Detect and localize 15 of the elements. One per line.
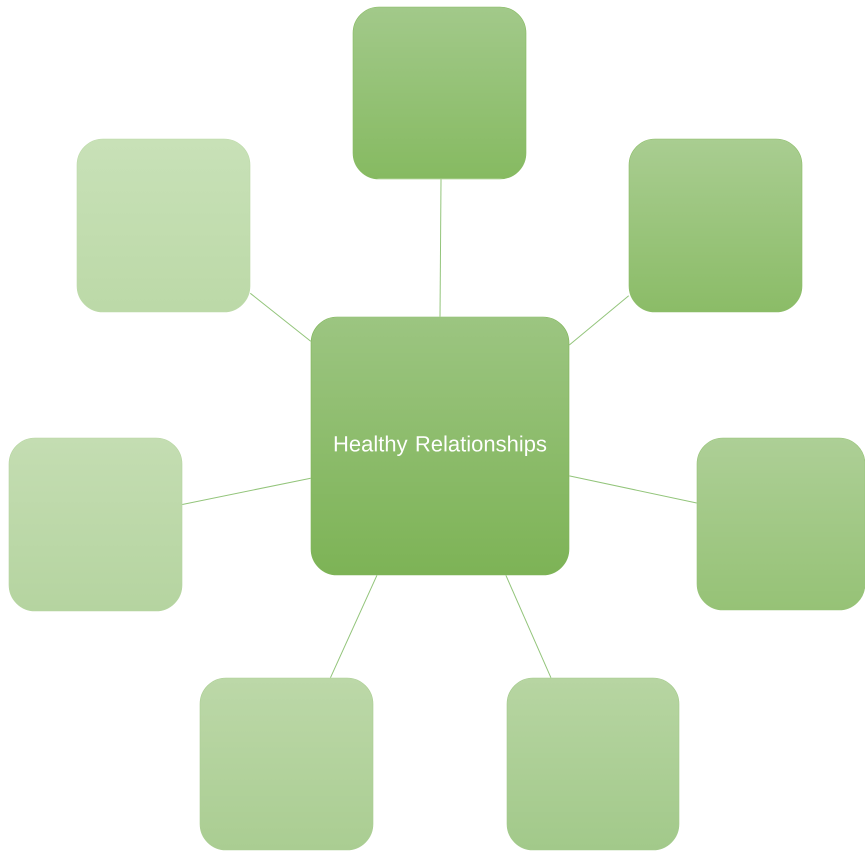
connector-line	[330, 574, 378, 678]
connector-line	[182, 478, 312, 505]
empty-box	[8, 438, 182, 612]
connector-line	[568, 475, 698, 504]
empty-box	[506, 678, 680, 850]
connector-line	[440, 178, 442, 318]
connector-line	[250, 292, 312, 342]
empty-box	[352, 6, 526, 180]
empty-box	[628, 138, 802, 312]
empty-box	[76, 138, 250, 312]
empty-box	[696, 438, 865, 610]
connector-line	[505, 574, 552, 678]
empty-box	[200, 678, 374, 850]
connector-line	[568, 295, 630, 346]
topic-box: Healthy Relationships	[310, 316, 570, 576]
